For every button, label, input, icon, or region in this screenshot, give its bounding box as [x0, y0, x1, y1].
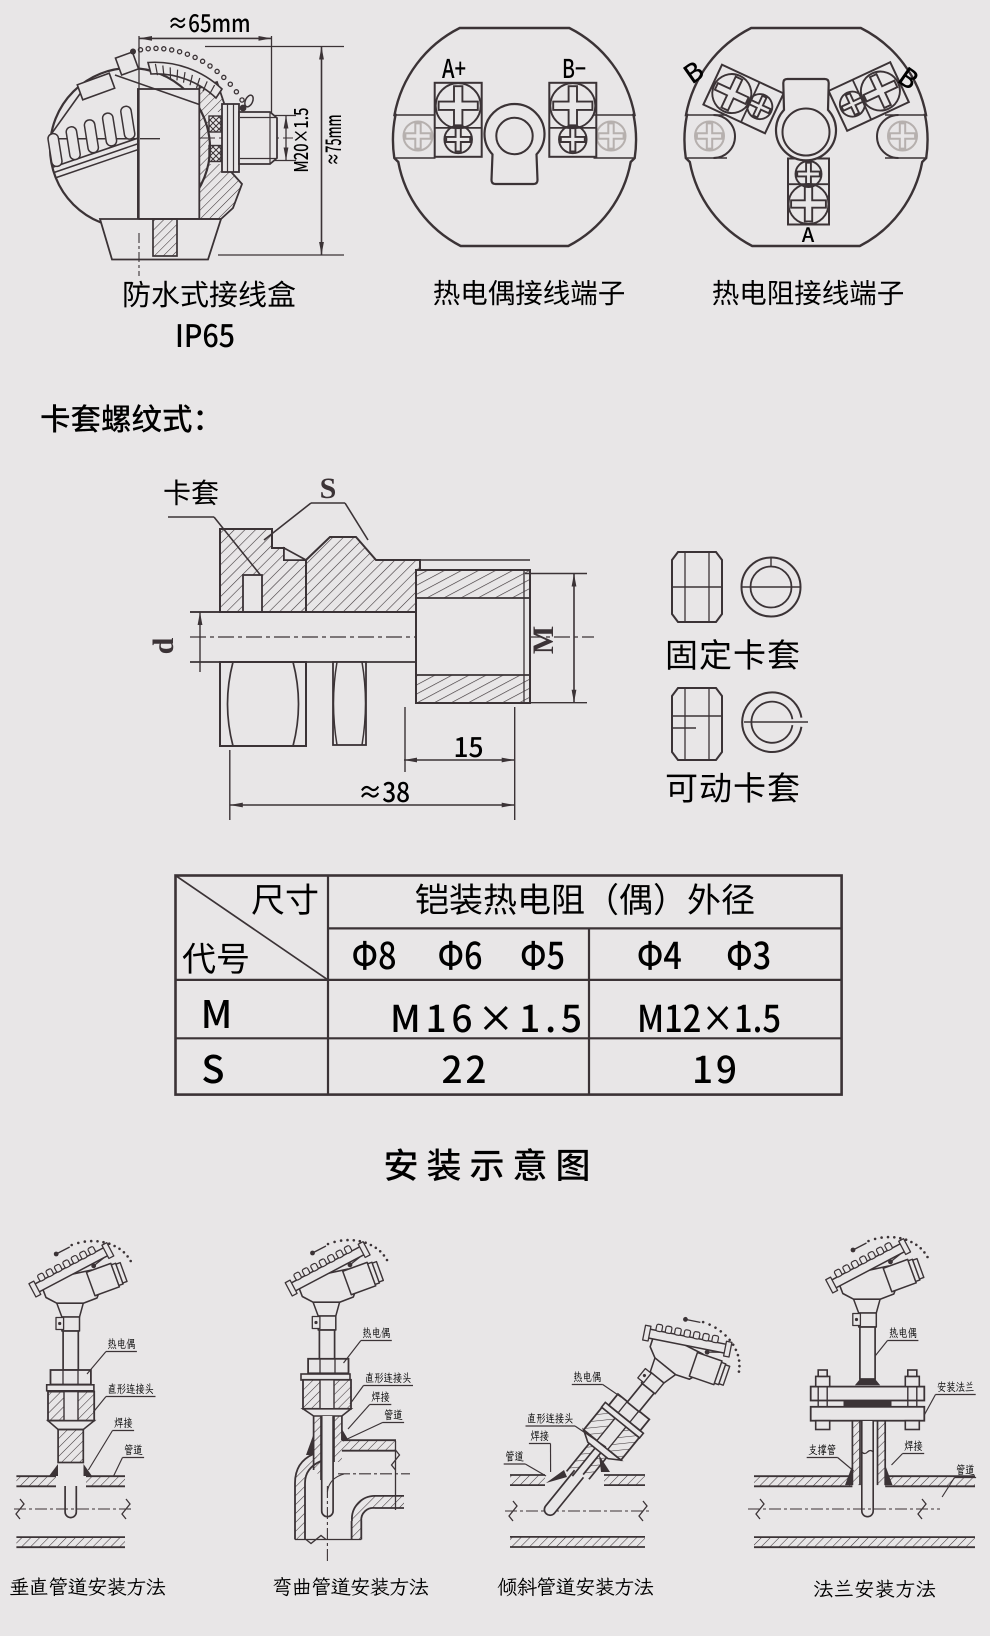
svg-text:S: S — [320, 472, 337, 505]
svg-text:d: d — [147, 637, 180, 654]
svg-text:M: M — [527, 626, 560, 654]
